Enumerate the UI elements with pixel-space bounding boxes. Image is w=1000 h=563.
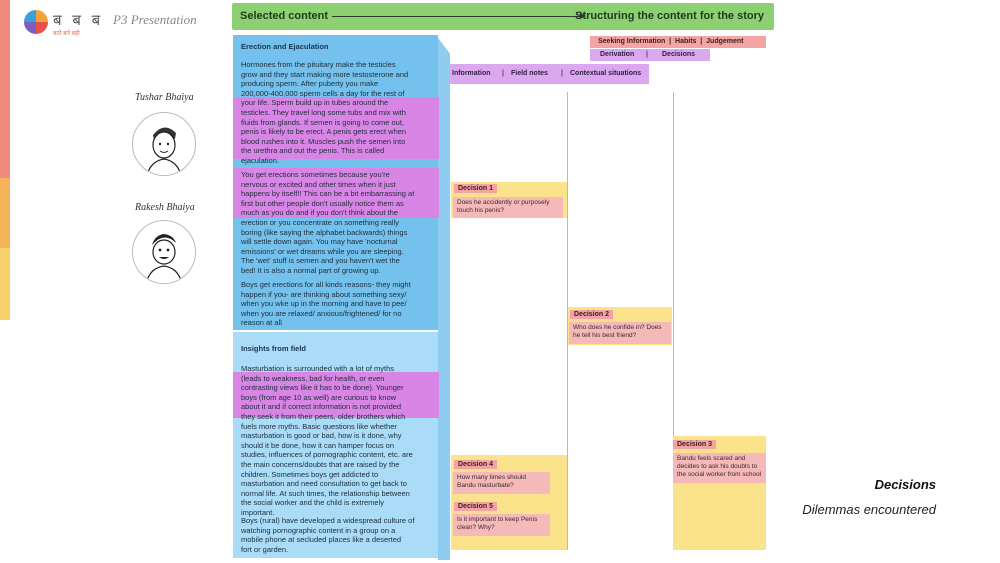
paragraph-insights-1: Masturbation is surrounded with a lot of… xyxy=(241,364,413,517)
tag-row-information: Information | Field notes | Contextual s… xyxy=(449,64,649,84)
logo-icon xyxy=(24,10,48,34)
tag-row-derivation: Derivation | Decisions xyxy=(590,49,710,61)
tag-separator: | xyxy=(502,70,504,77)
tag-separator: | xyxy=(646,51,648,58)
highlight-block xyxy=(233,372,439,418)
decision-3-title: Decision 3 xyxy=(673,440,717,449)
person-name-tushar: Tushar Bhaiya xyxy=(135,92,194,103)
paragraph-insights-2: Boys (rural) have developed a widespread… xyxy=(241,516,415,554)
section-title-erection: Erection and Ejaculation xyxy=(241,42,329,51)
content-card-insights xyxy=(233,332,438,558)
highlight-block xyxy=(233,97,439,159)
tag-contextual-situations: Contextual situations xyxy=(570,70,642,77)
tag-information: Information xyxy=(452,70,491,77)
tag-field-notes: Field notes xyxy=(511,70,548,77)
tag-decisions: Decisions xyxy=(662,51,696,58)
column-divider xyxy=(673,92,674,550)
tag-derivation: Derivation xyxy=(600,51,635,58)
left-accent-strip-yellow xyxy=(0,248,10,320)
paragraph-erection-1: Hormones from the pituitary make the tes… xyxy=(241,60,409,165)
caption-decisions: Decisions xyxy=(874,477,936,492)
column-divider xyxy=(567,92,568,550)
decision-5-title: Decision 5 xyxy=(454,502,498,511)
logo-text: ब ब ब xyxy=(53,11,104,29)
tag-separator: | xyxy=(561,70,563,77)
section-title-insights: Insights from field xyxy=(241,344,307,353)
header-structuring-content: Structuring the content for the story xyxy=(575,10,764,22)
decision-1-title: Decision 1 xyxy=(454,184,498,193)
logo-subtext: बातें बनें बड़ी xyxy=(53,31,80,37)
highlight-block xyxy=(233,168,439,218)
caption-dilemmas: Dilemmas encountered xyxy=(802,502,936,517)
presentation-title: P3 Presentation xyxy=(113,12,197,27)
left-accent-strip-orange xyxy=(0,178,10,248)
man-sketch-icon xyxy=(132,112,196,176)
person-name-rakesh: Rakesh Bhaiya xyxy=(135,202,195,213)
decision-4-title: Decision 4 xyxy=(454,460,498,469)
paragraph-erection-3: Boys get erections for all kinds reasons… xyxy=(241,280,411,328)
decision-2-title: Decision 2 xyxy=(570,310,614,319)
content-card-side xyxy=(438,38,450,560)
man-sketch-icon xyxy=(132,220,196,284)
tag-row-seeking-information: Seeking Information | Habits | Judgement xyxy=(590,36,766,48)
arrow-right-icon xyxy=(332,13,586,19)
header-selected-content: Selected content xyxy=(240,10,329,22)
left-accent-strip-red xyxy=(0,0,10,178)
header-bar: Selected content Structuring the content… xyxy=(232,3,774,30)
paragraph-erection-2: You get erections sometimes because you'… xyxy=(241,170,415,275)
